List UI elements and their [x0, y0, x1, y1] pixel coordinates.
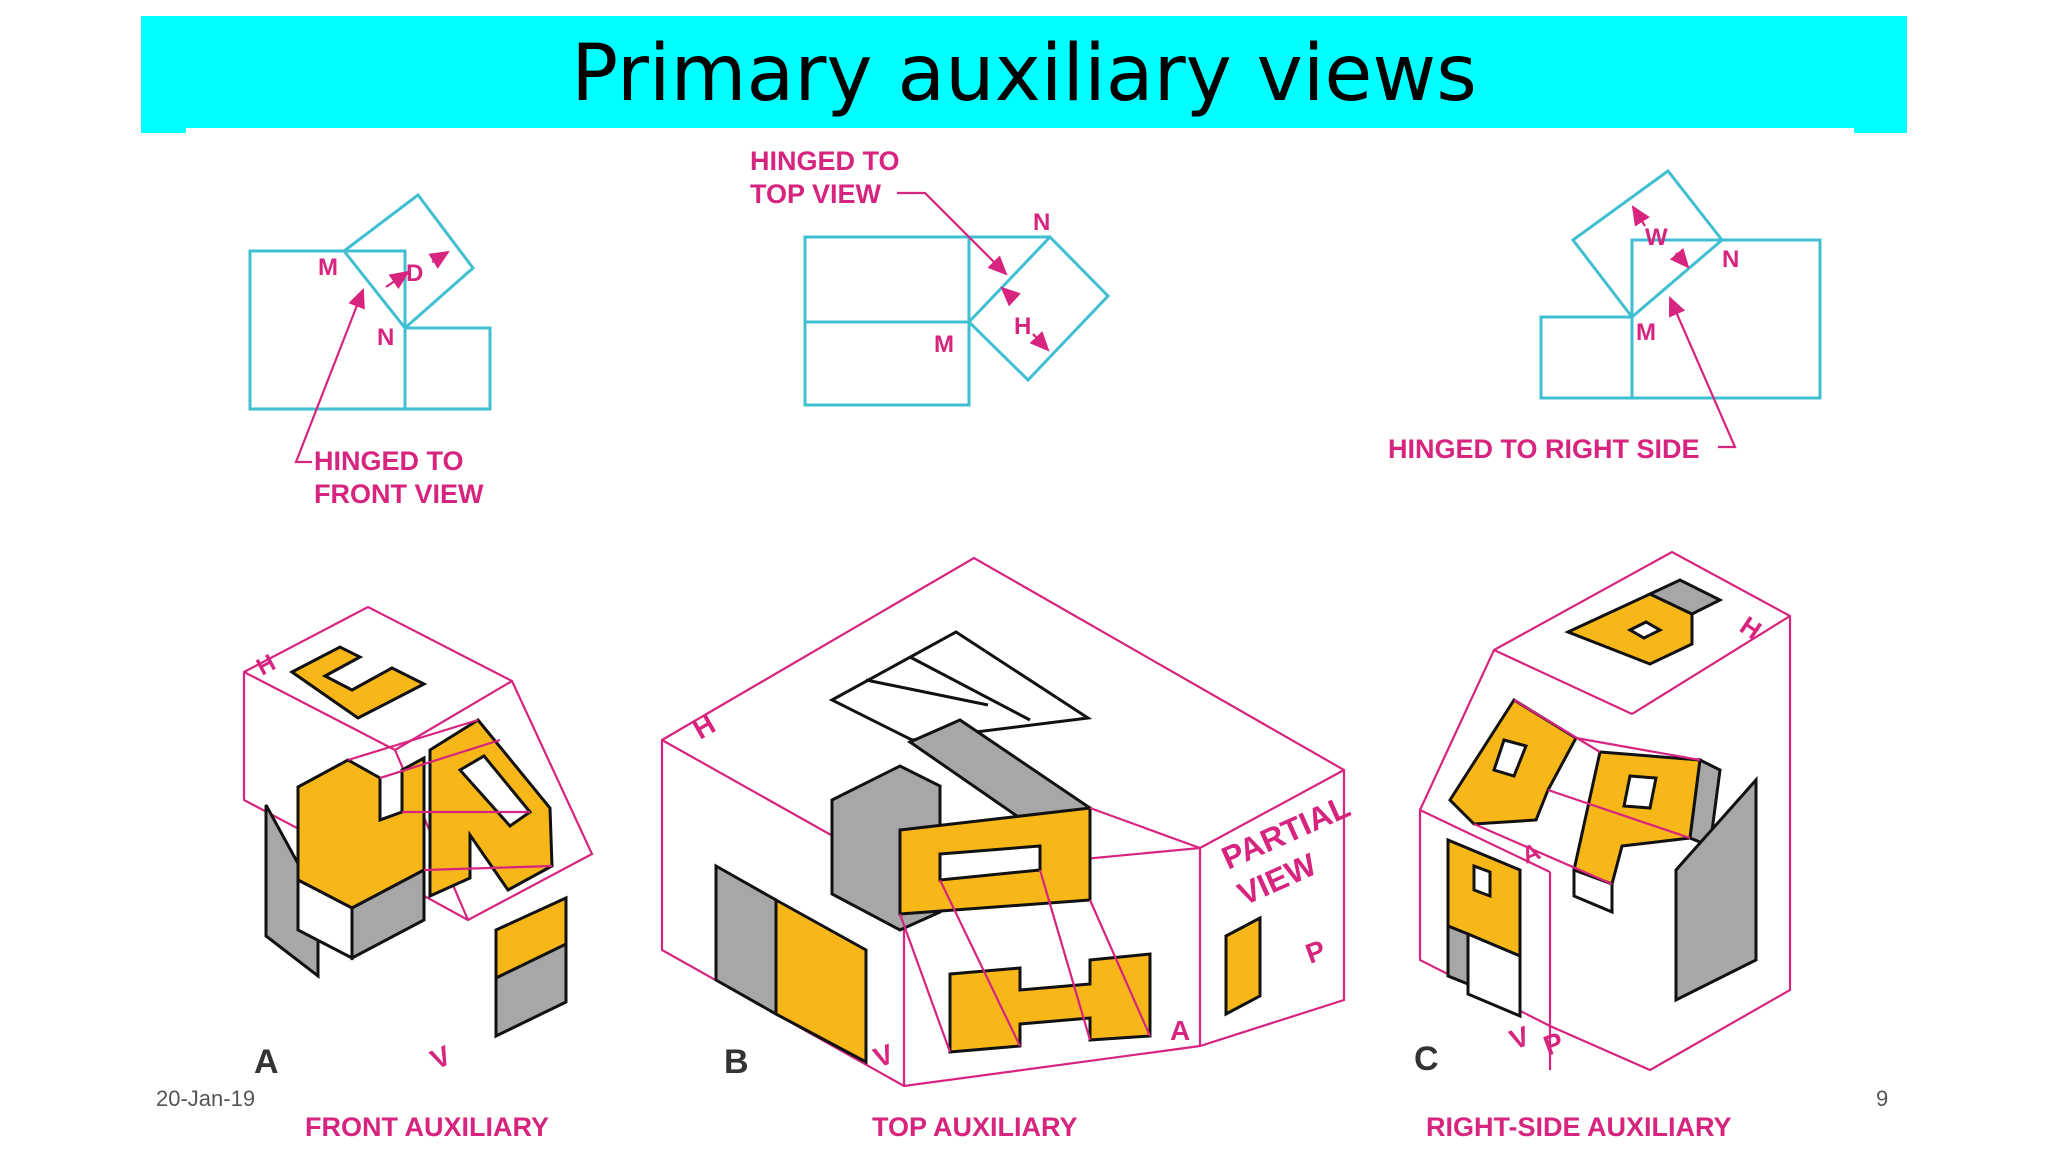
c-plane-label-h: H — [1735, 610, 1767, 645]
footer-date: 20-Jan-19 — [156, 1086, 256, 1111]
front-auxiliary-square — [341, 192, 476, 331]
glass-box-c-outline — [1418, 550, 1792, 1072]
right-label-n: N — [1722, 246, 1739, 273]
slide-title: Primary auxiliary views — [571, 29, 1477, 119]
glass-box-b-edge-3 — [1199, 769, 1345, 849]
top-hinge-note-1: HINGED TO — [750, 146, 900, 176]
a-right-view-gray — [494, 941, 568, 1039]
b-proj-line-5 — [1089, 806, 1201, 850]
c-profile-gray — [1446, 923, 1470, 987]
c-caption: RIGHT-SIDE AUXILIARY — [1426, 1112, 1732, 1142]
right-label-m: M — [1636, 319, 1656, 346]
height-arrow-a — [1000, 286, 1021, 307]
top-label-h: H — [1014, 313, 1031, 340]
a-plane-label-v: V — [426, 1039, 456, 1075]
top-view-upper-rect — [803, 235, 971, 324]
c-plane-label-a: A — [1518, 838, 1544, 870]
glass-box-b-outline — [660, 556, 1346, 1088]
front-hinge-note-1: HINGED TO — [314, 446, 464, 476]
c-proj-line-3 — [1547, 788, 1691, 840]
right-view-small-rect — [1539, 315, 1634, 400]
glass-box-c-edge-1 — [1419, 809, 1551, 873]
a-caption: FRONT AUXILIARY — [305, 1112, 549, 1142]
width-arrow-a — [1631, 205, 1650, 227]
title-underline — [186, 128, 1854, 136]
title-bar — [141, 16, 1907, 133]
c-proj-line-4 — [1473, 822, 1613, 886]
c-plane-label-v: V — [1505, 1020, 1533, 1056]
b-plane-label-a: A — [1170, 1015, 1190, 1046]
right-hinge-note: HINGED TO RIGHT SIDE — [1388, 434, 1700, 464]
right-view-orthographic: W N M HINGED TO RIGHT SIDE — [1388, 168, 1822, 464]
a-object-side-white — [296, 877, 354, 961]
b-proj-line-2 — [939, 879, 1021, 1047]
c-top-view-hole — [1626, 620, 1664, 640]
a-figure-letter: A — [254, 1043, 279, 1081]
a-top-view-shape — [289, 645, 428, 720]
pictorial-right-side-auxiliary: H A V P C RIGHT-SIDE AUXILIARY — [1414, 550, 1792, 1142]
c-proj-line-1 — [1513, 699, 1601, 753]
front-hinge-leader — [294, 287, 365, 464]
front-label-m: M — [318, 254, 338, 281]
b-top-view-shape — [828, 630, 1093, 742]
right-auxiliary-square — [1570, 168, 1725, 320]
c-top-view-gray — [1646, 578, 1724, 616]
b-top-view-line-2 — [909, 655, 1031, 722]
a-proj-line-2 — [379, 738, 501, 780]
pictorial-front-auxiliary: H V A FRONT AUXILIARY — [242, 605, 594, 1142]
b-partial-view-shape — [1224, 915, 1262, 1017]
right-hinge-leader — [1668, 295, 1737, 449]
right-label-w: W — [1645, 224, 1668, 251]
page-number: 9 — [1876, 1086, 1889, 1111]
pictorial-top-auxiliary: H V A P PARTIAL VIEW B TOP AUXILIARY — [660, 556, 1355, 1142]
front-view-small-rect — [403, 326, 492, 411]
front-view-orthographic: M D N HINGED TO FRONT VIEW — [248, 192, 492, 509]
c-figure-letter: C — [1414, 1040, 1439, 1078]
c-auxiliary-p-hole — [1492, 738, 1529, 778]
width-arrow-b — [1669, 247, 1690, 269]
b-plane-label-h: H — [688, 708, 721, 745]
c-proj-line-2 — [1575, 736, 1701, 762]
depth-arrow-a — [385, 270, 410, 290]
b-caption: TOP AUXILIARY — [872, 1112, 1078, 1142]
top-view-lower-rect — [803, 320, 971, 407]
a-auxiliary-u-view — [428, 718, 554, 899]
c-right-view-gray — [1674, 776, 1758, 1003]
c-profile-white — [1466, 931, 1522, 1019]
b-proj-line-3 — [1038, 869, 1092, 1041]
a-proj-line-1 — [347, 718, 479, 762]
depth-arrow-b — [428, 250, 450, 269]
top-hinge-leader — [897, 191, 1008, 276]
top-label-m: M — [934, 331, 954, 358]
front-label-n: N — [377, 324, 394, 351]
height-arrow-b — [1029, 331, 1050, 352]
b-left-view-gray — [714, 863, 778, 1017]
glass-box-a-edge-1 — [243, 671, 396, 751]
c-object-p-hole — [1622, 774, 1658, 810]
glass-box-c-edge-3 — [1493, 649, 1633, 715]
top-view-orthographic: HINGED TO TOP VIEW N H M — [750, 146, 1111, 407]
top-hinge-note-2: TOP VIEW — [750, 179, 882, 209]
b-plane-label-p: P — [1301, 934, 1329, 970]
front-hinge-note-2: FRONT VIEW — [314, 479, 484, 509]
glass-box-c-edge-4 — [1631, 615, 1791, 715]
top-auxiliary-square — [966, 234, 1111, 383]
right-view-large-rect — [1630, 238, 1822, 400]
b-figure-letter: B — [724, 1043, 749, 1081]
front-label-d: D — [406, 260, 423, 287]
b-proj-line-1 — [898, 913, 952, 1053]
top-label-n: N — [1033, 209, 1050, 236]
b-left-view-yellow — [774, 897, 868, 1065]
b-proj-line-4 — [1088, 899, 1152, 1037]
b-top-view-line-1 — [865, 678, 989, 707]
a-proj-line-3 — [423, 864, 553, 872]
c-profile-hole — [1472, 863, 1492, 899]
